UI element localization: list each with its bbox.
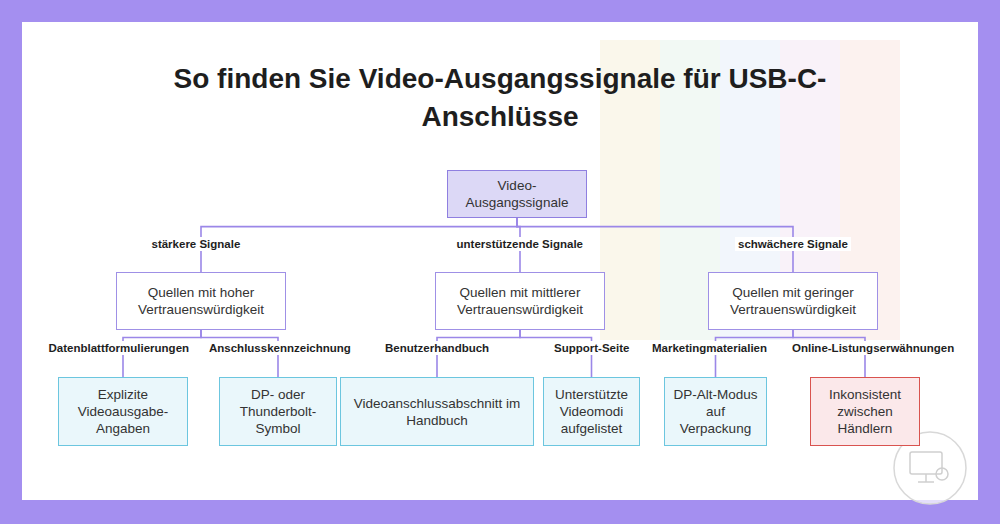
edge-label: Benutzerhandbuch bbox=[382, 341, 492, 355]
edge-label: Support-Seite bbox=[551, 341, 632, 355]
signal-box: Unterstützte Videomodi aufgelistet bbox=[543, 377, 640, 446]
node-text: Videoanschlussabschnitt im Handbuch bbox=[349, 395, 525, 429]
edge-label: schwächere Signale bbox=[735, 237, 851, 251]
signal-box: DP- oder Thunderbolt-Symbol bbox=[219, 377, 337, 446]
edge-label: unterstützende Signale bbox=[454, 237, 587, 251]
edge-label: Marketingmaterialien bbox=[649, 341, 770, 355]
signal-box: DP-Alt-Modus auf Verpackung bbox=[664, 377, 767, 446]
edge-label: Anschlusskennzeichnung bbox=[206, 341, 354, 355]
node-text: DP- oder Thunderbolt-Symbol bbox=[228, 386, 328, 437]
edge-label: stärkere Signale bbox=[149, 237, 244, 251]
node-text: Explizite Videoausgabe-Angaben bbox=[67, 386, 179, 437]
node-text: Inkonsistent zwischen Händlern bbox=[819, 386, 911, 437]
edge-label: Datenblattformulierungen bbox=[46, 341, 193, 355]
warning-box: Inkonsistent zwischen Händlern bbox=[810, 377, 920, 446]
node-text: Quellen mit hoher Vertrauenswürdigkeit bbox=[125, 284, 277, 318]
root-box: Video- Ausgangssignale bbox=[447, 170, 587, 218]
node-text: Quellen mit mittlerer Vertrauenswürdigke… bbox=[444, 284, 596, 318]
edge-label: Online-Listungserwähnungen bbox=[789, 341, 957, 355]
category-box: Quellen mit mittlerer Vertrauenswürdigke… bbox=[435, 272, 605, 330]
node-text: Quellen mit geringer Vertrauenswürdigkei… bbox=[717, 284, 869, 318]
category-box: Quellen mit geringer Vertrauenswürdigkei… bbox=[708, 272, 878, 330]
node-text: Unterstützte Videomodi aufgelistet bbox=[552, 386, 631, 437]
category-box: Quellen mit hoher Vertrauenswürdigkeit bbox=[116, 272, 286, 330]
signal-box: Explizite Videoausgabe-Angaben bbox=[58, 377, 188, 446]
node-text: DP-Alt-Modus auf Verpackung bbox=[673, 386, 758, 437]
node-text: Video- Ausgangssignale bbox=[456, 177, 578, 211]
diagram-title: So finden Sie Video-Ausgangssignale für … bbox=[100, 60, 900, 136]
signal-box: Videoanschlussabschnitt im Handbuch bbox=[340, 377, 534, 446]
